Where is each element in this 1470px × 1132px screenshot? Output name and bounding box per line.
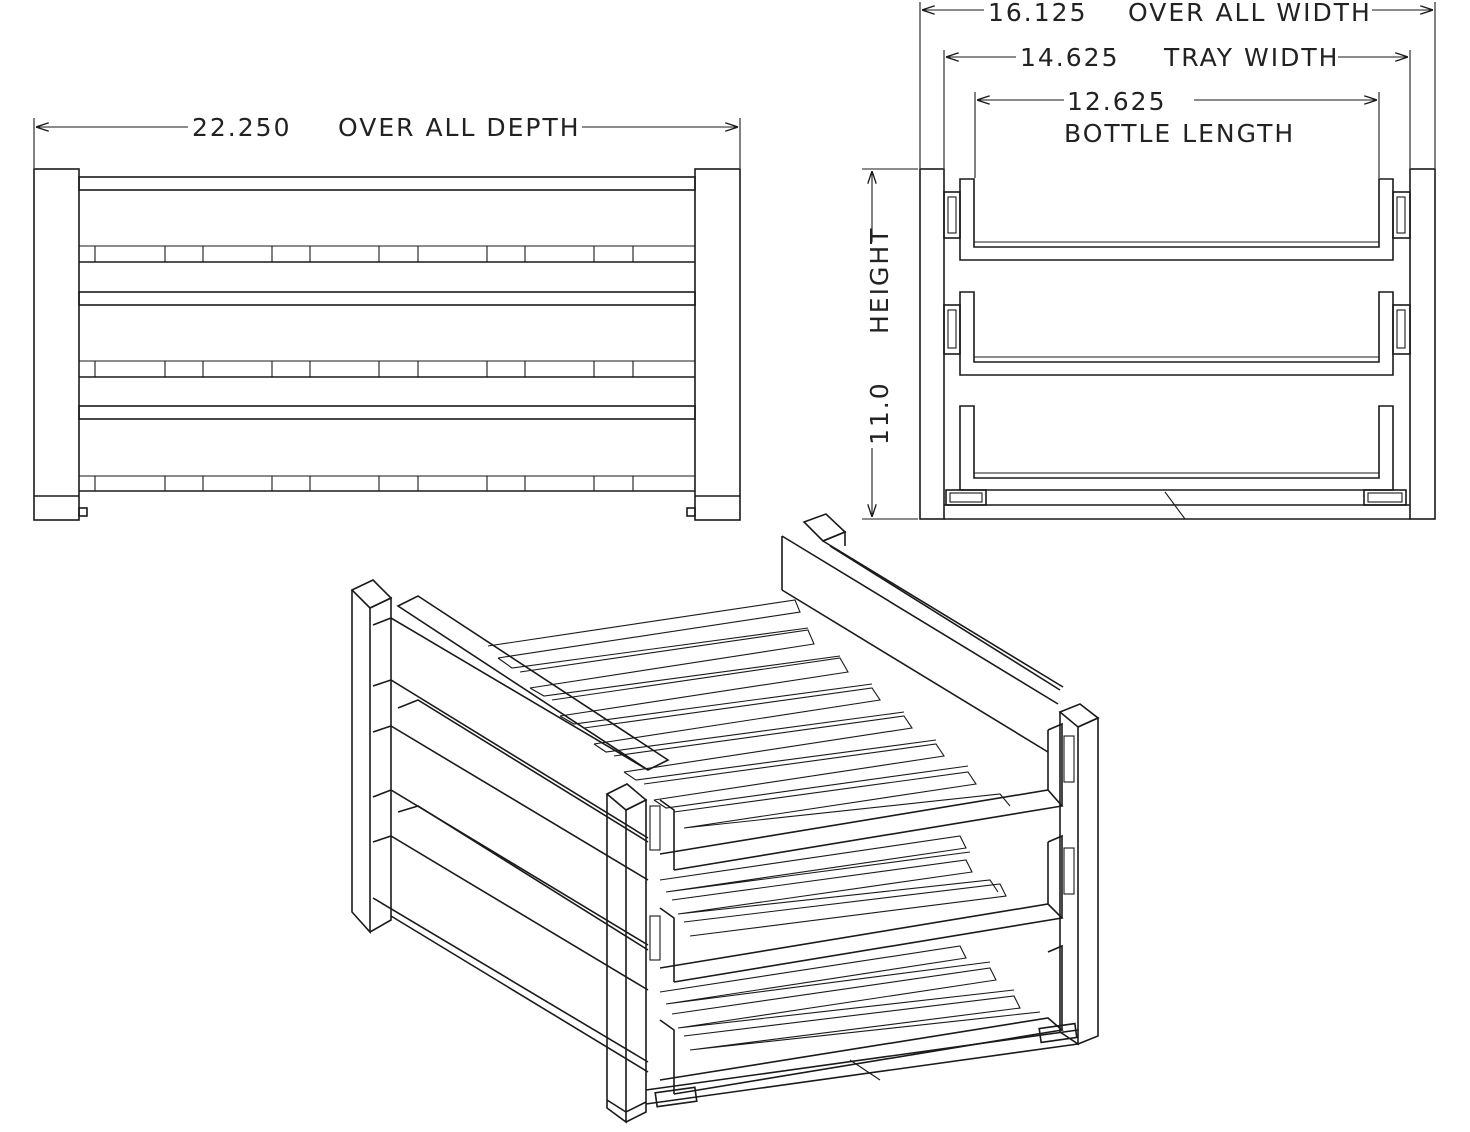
front-view: 16.125 OVER ALL WIDTH 14.625 TRAY WIDTH … [862, 0, 1436, 520]
tray-width-label: TRAY WIDTH [1163, 43, 1339, 72]
slat-row-bottom [79, 475, 695, 492]
bottle-length-dimension: 12.625 BOTTLE LENGTH [974, 87, 1380, 178]
depth-label: OVER ALL DEPTH [338, 113, 581, 142]
tray-top [943, 178, 1411, 261]
tray-width-dimension: 14.625 TRAY WIDTH [943, 43, 1411, 168]
right-post [694, 168, 741, 521]
depth-dimension: 22.250 OVER ALL DEPTH [33, 113, 741, 168]
side-rails [78, 176, 696, 420]
tray-middle [943, 291, 1411, 376]
front-left-post [919, 168, 945, 520]
isometric-view [350, 513, 1100, 1124]
side-view: 22.250 OVER ALL DEPTH [33, 113, 741, 521]
front-right-post [1409, 168, 1436, 520]
width-label: OVER ALL WIDTH [1128, 0, 1372, 27]
iso-slats-top [487, 599, 1011, 829]
left-base-bracket [945, 489, 987, 506]
width-dimension: 16.125 OVER ALL WIDTH [919, 0, 1436, 168]
height-dimension: 11.0 HEIGHT [862, 168, 918, 520]
slat-row-middle [79, 360, 695, 377]
slat-row-top [79, 245, 695, 262]
height-label: HEIGHT [865, 227, 894, 334]
iso-slats-middle [659, 835, 1007, 937]
left-post [33, 168, 80, 521]
height-value: 11.0 [865, 381, 894, 445]
bottle-length-value: 12.625 [1067, 87, 1166, 116]
width-value: 16.125 [988, 0, 1087, 27]
tray-bottom [959, 405, 1394, 491]
bottle-length-label: BOTTLE LENGTH [1064, 119, 1295, 148]
tray-width-value: 14.625 [1020, 43, 1119, 72]
depth-value: 22.250 [192, 113, 291, 142]
iso-slats-bottom [659, 945, 1041, 1051]
right-base-bracket [1363, 489, 1407, 506]
